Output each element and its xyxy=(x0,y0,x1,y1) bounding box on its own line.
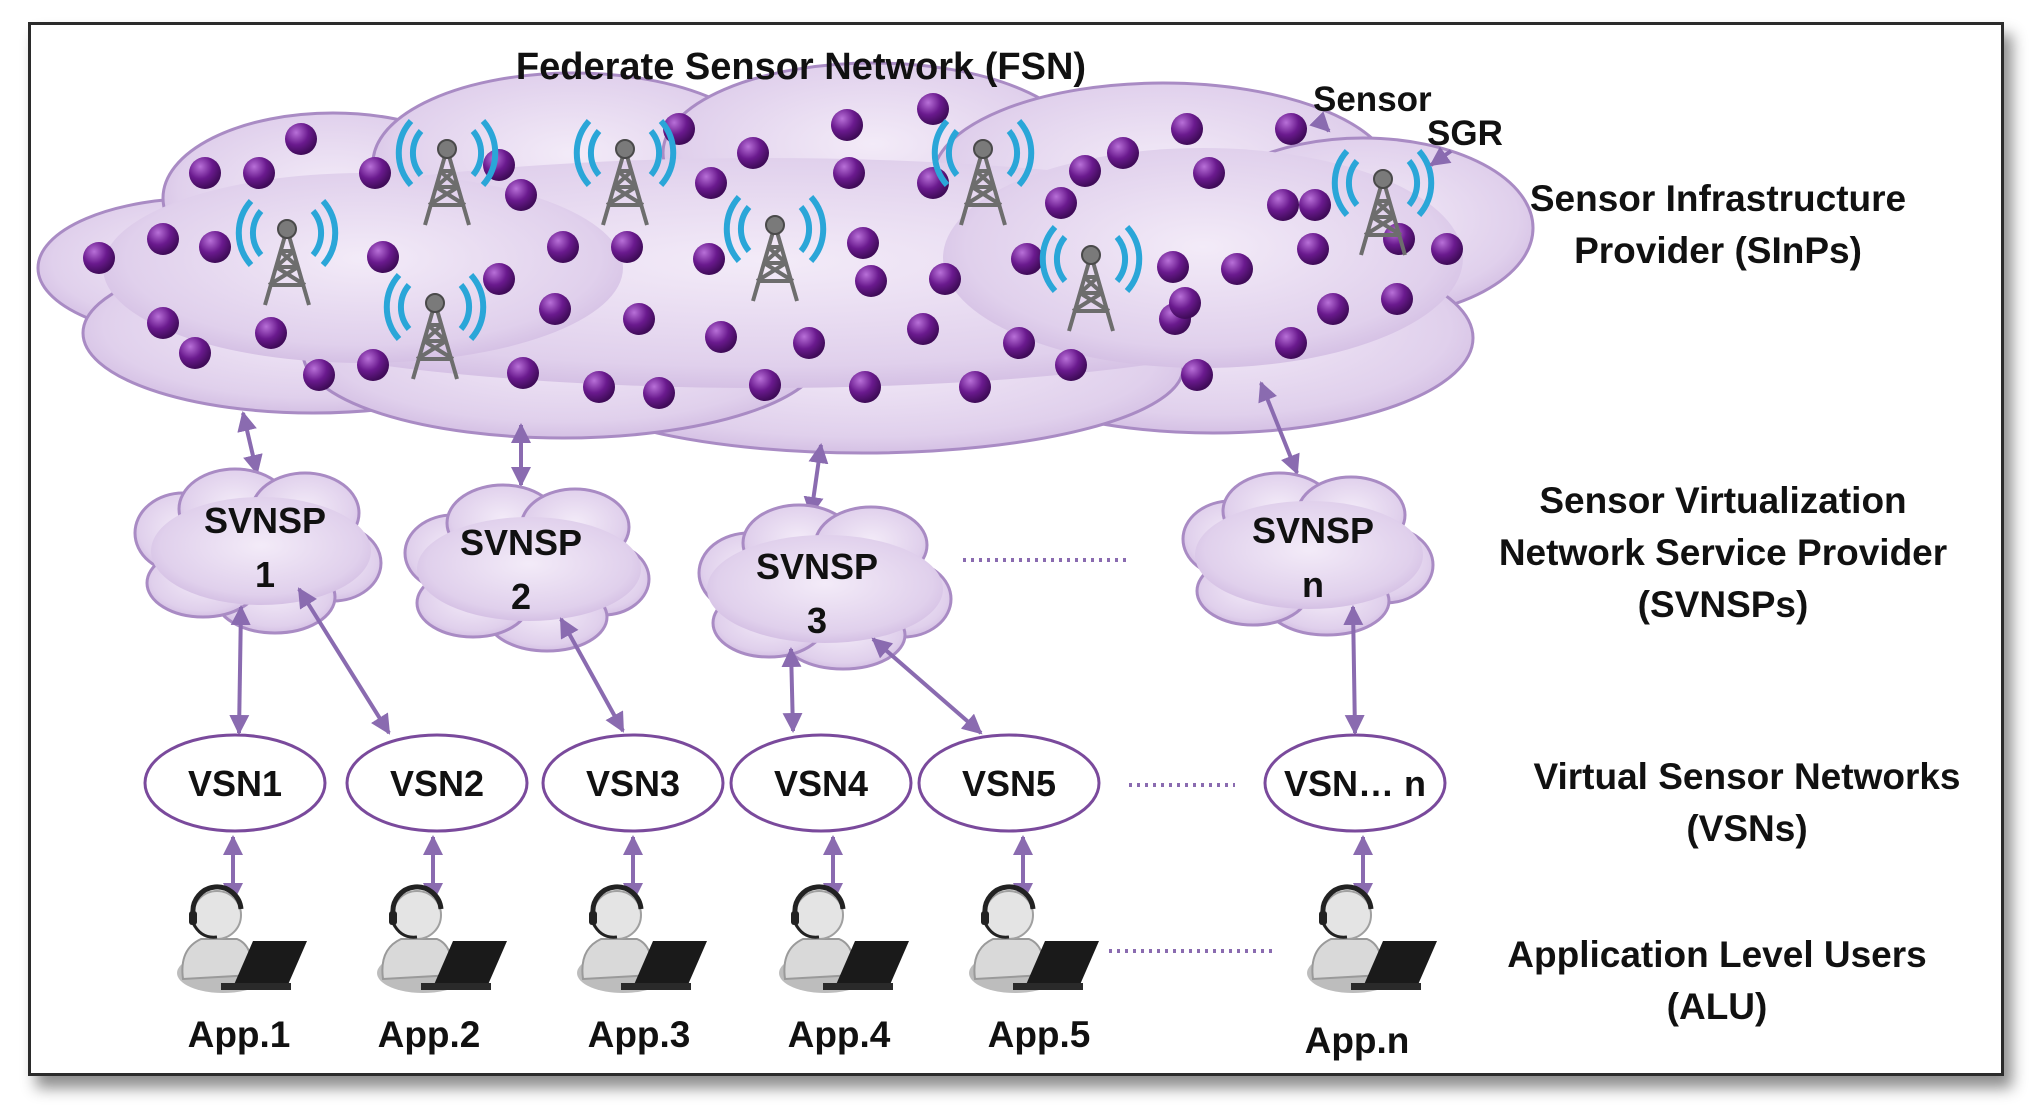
user-laptop-icon xyxy=(577,887,707,993)
svg-text:(VSNs): (VSNs) xyxy=(1686,808,1807,849)
app-2-label: App.2 xyxy=(378,1014,481,1055)
layer-label-vsns: Virtual Sensor Networks (VSNs) xyxy=(1533,756,1960,849)
app-n-label: App.n xyxy=(1305,1020,1410,1061)
svg-text:Sensor Infrastructure: Sensor Infrastructure xyxy=(1530,178,1906,219)
app-1-label: App.1 xyxy=(188,1014,291,1055)
vsn-node-n xyxy=(1263,733,1447,833)
sensor-callout-label: Sensor xyxy=(1313,80,1432,119)
user-laptop-icon xyxy=(969,887,1099,993)
app-4-label: App.4 xyxy=(788,1014,891,1055)
sgr-callout-label: SGR xyxy=(1427,114,1503,153)
svnsp-cloud-2 xyxy=(403,483,651,653)
fsn-svnsp-links xyxy=(237,381,1300,517)
diagram-frame: Federate Sensor Network (FSN) Sensor SGR… xyxy=(28,22,2004,1076)
svg-text:SVNSP: SVNSP xyxy=(1252,510,1374,551)
svnsp-cloud-n xyxy=(1181,471,1435,637)
diagram-title: Federate Sensor Network (FSN) xyxy=(516,46,1086,88)
vsn-5-label: VSN5 xyxy=(962,763,1056,804)
svnsp-1-label: SVNSP 1 xyxy=(204,500,326,595)
app-5-label: App.5 xyxy=(988,1014,1091,1055)
vsn-1-label: VSN1 xyxy=(188,763,282,804)
svg-text:SVNSP: SVNSP xyxy=(204,500,326,541)
sensor-callout-arrow xyxy=(1309,111,1331,133)
svg-text:Sensor Virtualization: Sensor Virtualization xyxy=(1539,480,1906,521)
application-users xyxy=(177,887,1437,993)
svg-text:(SVNSPs): (SVNSPs) xyxy=(1638,584,1809,625)
sensor-nodes xyxy=(83,93,1463,409)
fsn-architecture-diagram: Federate Sensor Network (FSN) Sensor SGR… xyxy=(36,46,1961,1061)
svg-text:n: n xyxy=(1302,564,1324,605)
sgr-callout-arrow xyxy=(1429,146,1453,167)
vsn-node-2 xyxy=(345,733,529,833)
svnsp-3-label: SVNSP 3 xyxy=(756,546,878,641)
svg-text:Virtual Sensor Networks: Virtual Sensor Networks xyxy=(1533,756,1960,797)
vsn-node-1 xyxy=(143,733,327,833)
svnsp-vsn-links xyxy=(229,587,1365,735)
vsn-node-5 xyxy=(917,733,1101,833)
vsn-2-label: VSN2 xyxy=(390,763,484,804)
svg-text:SVNSP: SVNSP xyxy=(460,522,582,563)
vsn-node-4 xyxy=(729,733,913,833)
vsn-nodes xyxy=(143,733,1447,833)
user-laptop-icon xyxy=(779,887,909,993)
user-laptop-icon xyxy=(1307,887,1437,993)
user-laptop-icon xyxy=(377,887,507,993)
svnsp-2-label: SVNSP 2 xyxy=(460,522,582,617)
vsn-3-label: VSN3 xyxy=(586,763,680,804)
app-3-label: App.3 xyxy=(588,1014,691,1055)
svnsp-n-label: SVNSP n xyxy=(1252,510,1374,605)
vsn-n-label: VSN… n xyxy=(1284,763,1426,804)
svg-text:3: 3 xyxy=(807,600,827,641)
svnsp-cloud-3 xyxy=(697,503,953,671)
svg-text:1: 1 xyxy=(255,554,275,595)
svg-text:Provider (SInPs): Provider (SInPs) xyxy=(1574,230,1862,271)
vsn-node-3 xyxy=(541,733,725,833)
svg-text:SVNSP: SVNSP xyxy=(756,546,878,587)
svg-text:Network Service Provider: Network Service Provider xyxy=(1499,532,1947,573)
layer-label-sinps: Sensor Infrastructure Provider (SInPs) xyxy=(1530,178,1906,271)
svg-text:(ALU): (ALU) xyxy=(1667,986,1768,1027)
layer-label-alu: Application Level Users (ALU) xyxy=(1507,934,1926,1027)
layer-label-svnsps: Sensor Virtualization Network Service Pr… xyxy=(1499,480,1947,625)
vsn-4-label: VSN4 xyxy=(774,763,868,804)
svg-text:Application Level Users: Application Level Users xyxy=(1507,934,1926,975)
user-laptop-icon xyxy=(177,887,307,993)
svg-text:2: 2 xyxy=(511,576,531,617)
svnsp-cloud-1 xyxy=(133,467,383,635)
